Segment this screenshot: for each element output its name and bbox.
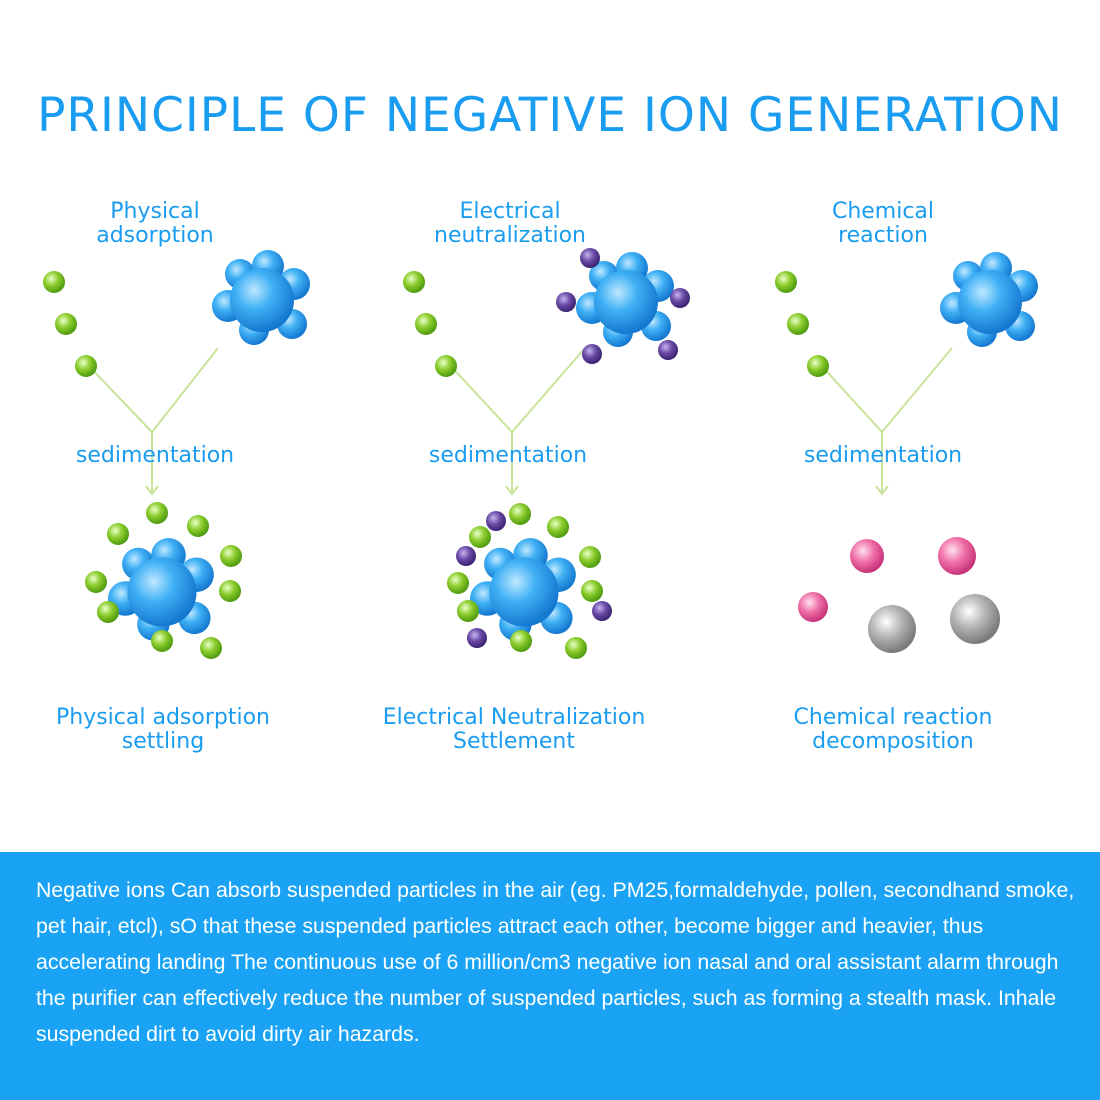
column-top-label: Chemical reaction (783, 200, 983, 248)
decomposition-products (798, 537, 1000, 653)
purple-ion (556, 248, 690, 364)
sedimentation-label: sedimentation (803, 443, 963, 468)
label-line: Settlement (453, 729, 575, 754)
label-line: settling (121, 729, 205, 754)
description-banner: Negative ions Can absorb suspended parti… (0, 852, 1100, 1100)
label-line: Electrical Neutralization (382, 705, 646, 730)
page-title: PRINCIPLE OF NEGATIVE ION GENERATION (37, 88, 1063, 143)
column-chemical-reaction (775, 252, 1038, 653)
pink-molecule (938, 537, 976, 575)
label-line: decomposition (812, 729, 974, 754)
column-physical-adsorption (43, 250, 310, 659)
label-line: adsorption (96, 223, 214, 248)
convergence-lines (84, 347, 219, 496)
pink-molecule (850, 539, 884, 573)
green-ion (775, 271, 829, 377)
adsorbed-cluster (85, 502, 242, 659)
description-text: Negative ions Can absorb suspended parti… (36, 878, 1075, 1046)
label-line: Chemical reaction (793, 705, 993, 730)
column-bottom-label: Physical adsorption settling (38, 706, 288, 754)
sedimentation-label: sedimentation (75, 443, 235, 468)
convergence-lines (817, 347, 953, 496)
gray-molecule (950, 594, 1000, 644)
pollutant-particle (212, 250, 310, 345)
label-line: Electrical (459, 199, 561, 224)
label-line: Physical adsorption (55, 705, 270, 730)
pink-molecule (798, 592, 828, 622)
label-line: reaction (838, 223, 928, 248)
label-line: Chemical (831, 199, 935, 224)
label-line: neutralization (434, 223, 586, 248)
gray-molecule (868, 605, 916, 653)
neutralized-cluster (447, 503, 612, 659)
label-line: Physical (110, 199, 200, 224)
green-ion (43, 271, 97, 377)
green-ion (403, 271, 457, 377)
sedimentation-label: sedimentation (428, 443, 588, 468)
column-top-label: Electrical neutralization (400, 200, 620, 248)
column-bottom-label: Electrical Neutralization Settlement (364, 706, 664, 754)
diagram-canvas (43, 248, 1038, 659)
column-electrical-neutralization (403, 248, 690, 659)
column-top-label: Physical adsorption (55, 200, 255, 248)
convergence-lines (446, 347, 586, 496)
pollutant-particle (940, 252, 1038, 347)
column-bottom-label: Chemical reaction decomposition (768, 706, 1018, 754)
